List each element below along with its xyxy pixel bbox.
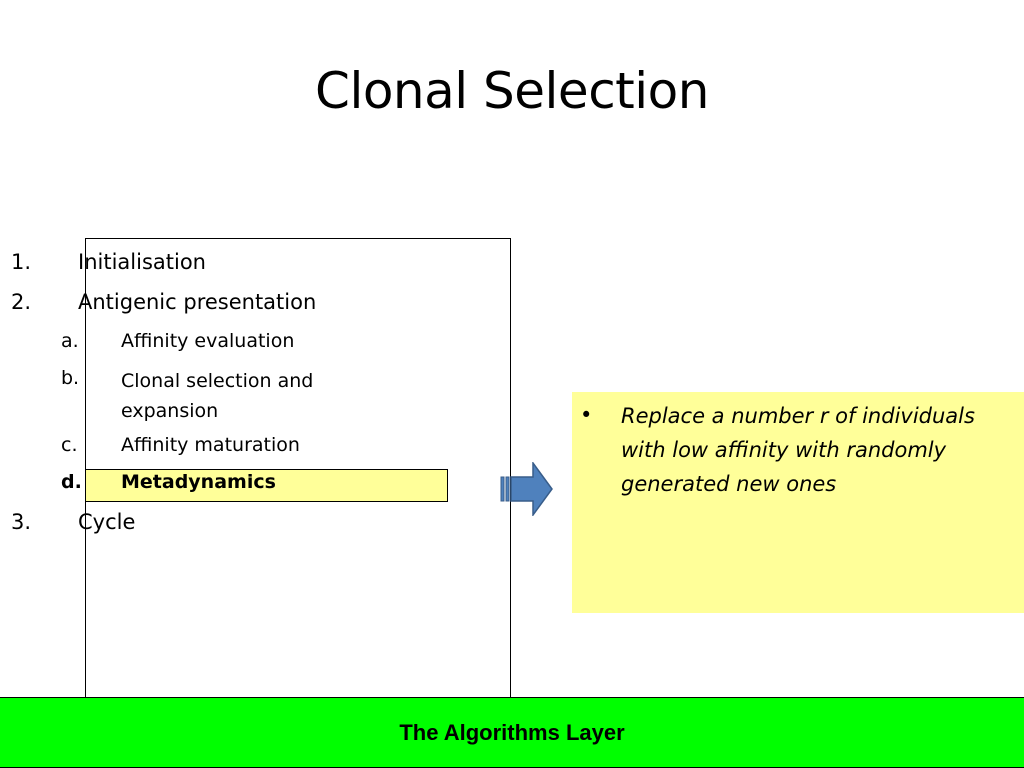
outline-item-label: Initialisation bbox=[78, 250, 206, 274]
outline-subitem-number: a. bbox=[61, 330, 79, 352]
note-text: Replace a number r of individuals with l… bbox=[621, 404, 975, 496]
outline-item-label: Cycle bbox=[78, 510, 136, 534]
highlighted-step-box bbox=[85, 469, 448, 502]
footer-bar: The Algorithms Layer bbox=[0, 697, 1024, 768]
footer-label: The Algorithms Layer bbox=[399, 719, 625, 745]
outline-subitem-label: Affinity evaluation bbox=[121, 330, 295, 352]
note-box: • Replace a number r of individuals with… bbox=[572, 392, 1024, 613]
outline-subitem-number: d. bbox=[61, 471, 82, 493]
bullet-icon: • bbox=[580, 403, 593, 427]
outline-subitem-label: Metadynamics bbox=[121, 471, 276, 493]
outline-subitem-number: b. bbox=[61, 367, 80, 389]
outline-item-number: 2. bbox=[11, 290, 32, 314]
outline-subitem-label: Affinity maturation bbox=[121, 434, 300, 456]
outline-subitem-number: c. bbox=[61, 434, 78, 456]
outline-item-number: 1. bbox=[11, 250, 32, 274]
slide-title: Clonal Selection bbox=[315, 62, 709, 120]
outline-item-number: 3. bbox=[11, 510, 32, 534]
right-arrow-icon bbox=[500, 462, 553, 516]
outline-subitem-label: Clonal selection and expansion bbox=[121, 370, 314, 422]
outline-item-label: Antigenic presentation bbox=[78, 290, 317, 314]
